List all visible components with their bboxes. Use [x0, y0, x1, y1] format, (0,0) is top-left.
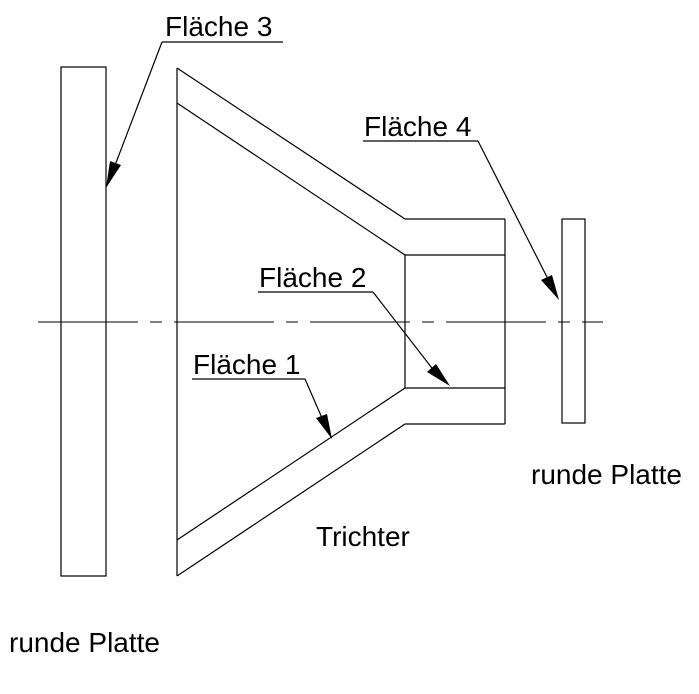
label-flaeche-3: Fläche 3: [165, 11, 272, 42]
label-trichter: Trichter: [316, 521, 410, 552]
label-runde-platte-left: runde Platte: [9, 627, 160, 658]
right-round-plate: [561, 218, 586, 424]
label-flaeche-1: Fläche 1: [193, 349, 300, 380]
leader-flaeche-2: [258, 291, 450, 386]
label-flaeche-4: Fläche 4: [364, 111, 471, 142]
leader-flaeche-1: [192, 378, 332, 439]
label-runde-platte-right: runde Platte: [531, 459, 682, 490]
leader-flaeche-4: [363, 140, 559, 300]
label-flaeche-2: Fläche 2: [259, 262, 366, 293]
funnel: [176, 67, 506, 577]
leader-flaeche-3: [106, 41, 283, 188]
left-round-plate: [60, 66, 107, 577]
